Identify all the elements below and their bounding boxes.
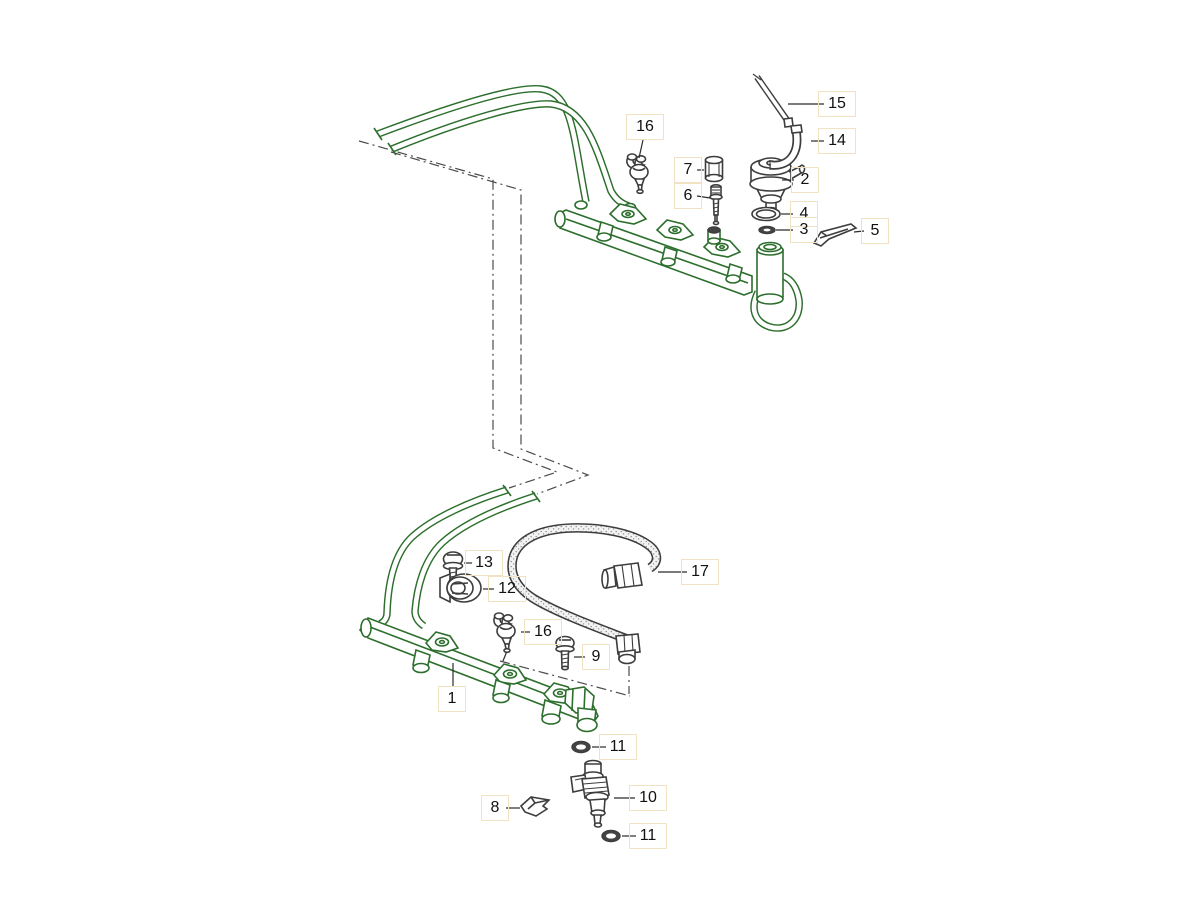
part-16-lower-valve-connector bbox=[493, 612, 516, 654]
upper-fuel-rail bbox=[554, 200, 803, 332]
part-16-upper-valve-connector bbox=[626, 153, 649, 195]
part-11-o-ring-upper bbox=[571, 740, 591, 754]
part-callout-15-7[interactable]: 15 bbox=[818, 91, 856, 117]
part-3-o-ring bbox=[758, 225, 776, 235]
part-11-o-ring-lower bbox=[601, 829, 621, 843]
part-callout-11-15[interactable]: 11 bbox=[599, 734, 637, 760]
part-callout-11-18[interactable]: 11 bbox=[629, 823, 667, 849]
part-6-bleeder-valve bbox=[709, 184, 723, 226]
leader-line-part-5 bbox=[853, 230, 865, 233]
part-callout-3-5[interactable]: 3 bbox=[790, 217, 818, 243]
leader-line-part-16 bbox=[638, 139, 644, 159]
construction-lines bbox=[358, 140, 631, 697]
part-15-vent-line bbox=[752, 73, 794, 128]
part-14-elbow-hose bbox=[769, 124, 803, 170]
part-callout-10-16[interactable]: 10 bbox=[629, 785, 667, 811]
part-17-fuel-hose bbox=[507, 523, 662, 665]
part-callout-16-0[interactable]: 16 bbox=[626, 114, 664, 140]
part-callout-14-8[interactable]: 14 bbox=[818, 128, 856, 154]
part-callout-4-4[interactable]: 4 bbox=[790, 201, 818, 227]
lower-fuel-rail bbox=[358, 617, 599, 733]
part-callout-8-17[interactable]: 8 bbox=[481, 795, 509, 821]
part-9-bolt bbox=[555, 635, 575, 671]
part-callout-13-9[interactable]: 13 bbox=[465, 550, 503, 576]
part-4-support-ring bbox=[751, 206, 781, 222]
part-10-fuel-injector bbox=[570, 759, 610, 828]
leader-line-part-6 bbox=[696, 195, 711, 199]
upper-fuel-lines bbox=[373, 84, 631, 210]
part-callout-9-12[interactable]: 9 bbox=[582, 644, 610, 670]
part-12-rubber-grommet bbox=[439, 572, 482, 604]
part-callout-1-14[interactable]: 1 bbox=[438, 686, 466, 712]
part-callout-17-13[interactable]: 17 bbox=[681, 559, 719, 585]
part-callout-6-2[interactable]: 6 bbox=[674, 183, 702, 209]
part-8-retaining-clip bbox=[519, 796, 551, 817]
part-callout-12-10[interactable]: 12 bbox=[488, 576, 526, 602]
part-5-retaining-clip bbox=[812, 223, 858, 247]
lower-fuel-lines bbox=[378, 484, 541, 630]
part-callout-16-11[interactable]: 16 bbox=[524, 619, 562, 645]
part-callout-7-1[interactable]: 7 bbox=[674, 157, 702, 183]
part-callout-5-6[interactable]: 5 bbox=[861, 218, 889, 244]
part-7-protective-cap bbox=[704, 155, 724, 183]
part-callout-2-3[interactable]: 2 bbox=[791, 167, 819, 193]
